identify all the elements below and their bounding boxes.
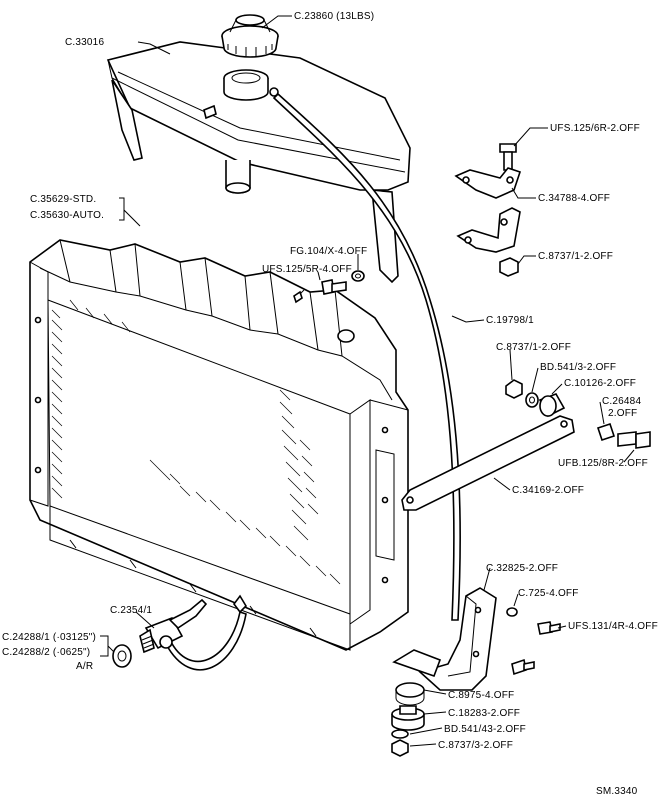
drain-tap: [112, 598, 208, 668]
label-mount: C.32825-2.OFF: [486, 563, 558, 574]
leader-lines: [100, 15, 635, 747]
label-radiator-std: C.35629-STD.: [30, 194, 96, 205]
label-nut-mid: C.8737/1-2.OFF: [496, 342, 571, 353]
label-pad: C.8975-4.OFF: [448, 690, 514, 701]
label-bracket: C.34788-4.OFF: [538, 193, 610, 204]
drawing-reference: SM.3340: [596, 786, 638, 797]
overflow-hose: [272, 92, 461, 621]
label-insulator: C.18283-2.OFF: [448, 708, 520, 719]
label-nut-top: C.8737/1-2.OFF: [538, 251, 613, 262]
label-tap: C.2354/1: [110, 605, 152, 616]
label-washer-b: C.24288/2 (·0625"): [2, 647, 90, 658]
part-labels: C.23860 (13LBS) C.33016 C.35629-STD. C.3…: [2, 11, 658, 797]
radiator-core: [29, 239, 409, 651]
mounting-bracket: [391, 587, 561, 757]
label-bolt-ufs: UFS.125/5R-4.OFF: [262, 264, 352, 275]
radiator-cap: [221, 14, 279, 58]
label-spacer-qty: 2.OFF: [608, 408, 637, 419]
label-stay: C.34169-2.OFF: [512, 485, 584, 496]
label-bolt-top: UFS.125/6R-2.OFF: [550, 123, 640, 134]
label-washer-a: C.24288/1 (·03125"): [2, 632, 96, 643]
label-bush: C.10126-2.OFF: [564, 378, 636, 389]
label-radiator-auto: C.35630-AUTO.: [30, 210, 104, 221]
stay-assembly: [401, 379, 651, 511]
label-hose: C.19798/1: [486, 315, 534, 326]
label-washer-fg: FG.104/X-4.OFF: [290, 246, 367, 257]
label-washer-725: C.725-4.OFF: [518, 588, 579, 599]
label-tank: C.33016: [65, 37, 104, 48]
label-washer-bd: BD.541/3-2.OFF: [540, 362, 616, 373]
washer-and-bolt-left: [321, 270, 365, 295]
drain-hose: [165, 610, 247, 671]
label-cap: C.23860 (13LBS): [294, 11, 374, 22]
label-nut-bottom: C.8737/3-2.OFF: [438, 740, 513, 751]
core-hatching: [51, 299, 341, 585]
label-washer-bd43: BD.541/43-2.OFF: [444, 724, 526, 735]
label-spacer: C.26484: [602, 396, 641, 407]
label-bolt-ufb: UFB.125/8R-2.OFF: [558, 458, 648, 469]
label-ar: A/R: [76, 661, 93, 672]
bracket-assembly: [454, 143, 522, 277]
label-bolt-ufs131: UFS.131/4R-4.OFF: [568, 621, 658, 632]
